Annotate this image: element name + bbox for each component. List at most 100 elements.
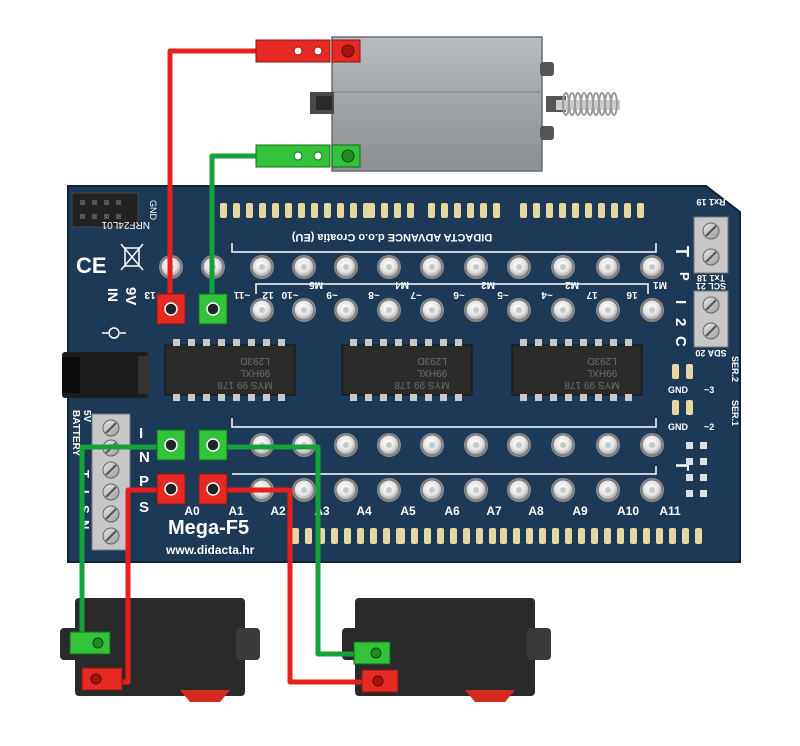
- top-pin-hole: [250, 255, 274, 279]
- motor-label: M3: [481, 279, 495, 290]
- i2c-letter: I: [672, 300, 689, 304]
- serial-pad: [700, 490, 707, 497]
- nrf-header-pins: [80, 200, 121, 219]
- pin-hole: [420, 298, 444, 322]
- terminal-screw: [102, 483, 120, 501]
- header-slot: [424, 528, 431, 544]
- serial-pin: [672, 400, 679, 415]
- header-slot: [441, 203, 448, 218]
- analog-pin-label: A1: [228, 504, 244, 518]
- input-letter: N: [139, 449, 150, 466]
- board-name: Mega-F5: [168, 517, 249, 539]
- input-hole: [420, 433, 444, 457]
- analog-pin-hole: [377, 478, 401, 502]
- header-slot: [407, 203, 414, 218]
- terminal-screw: [102, 527, 120, 545]
- motor-label: M4: [395, 279, 409, 290]
- analog-pin-label: A4: [356, 504, 372, 518]
- header-slot: [656, 528, 663, 544]
- motor-left-green-connector: [69, 631, 111, 655]
- terminal-screw: [102, 505, 120, 523]
- top-pin-label: ~4: [541, 289, 553, 300]
- input-letter: P: [139, 473, 149, 490]
- spring: [556, 92, 620, 116]
- input-hole: [640, 433, 664, 457]
- bus-lines: [231, 243, 657, 475]
- chip-label: L293D: [240, 355, 269, 366]
- terminal-screw: [702, 322, 720, 340]
- wire-green-motor-right: [212, 444, 370, 657]
- header-slot: [476, 528, 483, 544]
- analog-pin-label: A9: [572, 504, 588, 518]
- motor-label: M2: [565, 279, 579, 290]
- top-pin-label: 13: [144, 289, 156, 300]
- bottom-t-letter: T: [672, 460, 692, 471]
- top-pin-hole: [420, 255, 444, 279]
- top-pin-hole: [551, 255, 575, 279]
- solenoid: [310, 36, 620, 172]
- analog-pin-hole: [292, 478, 316, 502]
- terminal-screw: [102, 461, 120, 479]
- gnd-label: GND: [148, 200, 158, 221]
- input-letter: S: [139, 499, 149, 516]
- header-slot: [311, 203, 318, 218]
- header-slot: [643, 528, 650, 544]
- top-pin-label: ~6: [453, 289, 465, 300]
- input-hole: [596, 433, 620, 457]
- top-pin-hole: [377, 255, 401, 279]
- serial-pin: [686, 400, 693, 415]
- pin-hole: [250, 298, 274, 322]
- serial-pad: [700, 442, 707, 449]
- header-slot: [324, 203, 331, 218]
- i2c-letters: I2C: [672, 300, 689, 347]
- nrf-header: [71, 192, 139, 228]
- terminal-screw: [102, 419, 120, 437]
- header-slot: [630, 528, 637, 544]
- header-slot: [480, 203, 487, 218]
- wire-green-solenoid: [209, 153, 262, 298]
- analog-pin-label: A2: [270, 504, 286, 518]
- header-slot: [246, 203, 253, 218]
- bottom-header-slots: [292, 528, 702, 544]
- header-slot: [513, 528, 520, 544]
- motor-right-red-connector: [361, 669, 399, 693]
- header-slot: [500, 528, 507, 544]
- analog-pin-label: A10: [617, 504, 639, 518]
- input-hole: [551, 433, 575, 457]
- analog-pin-label: A5: [400, 504, 416, 518]
- header-slot: [357, 528, 364, 544]
- header-slot: [526, 528, 533, 544]
- header-slot: [520, 203, 527, 218]
- input-hole: [334, 433, 358, 457]
- header-slot: [463, 528, 470, 544]
- serial-pin: [686, 364, 693, 379]
- header-slot: [370, 528, 377, 544]
- board-green-connector-in2: [198, 429, 228, 461]
- header-slot: [539, 528, 546, 544]
- top-pin-hole: [640, 255, 664, 279]
- top-pin-label: ~10: [281, 289, 298, 300]
- input-row-holes: [250, 433, 664, 457]
- serial-pad: [686, 474, 693, 481]
- i2c-letter: 2: [672, 318, 689, 326]
- pin-hole: [640, 298, 664, 322]
- header-slot: [292, 528, 299, 544]
- header-slot: [331, 528, 338, 544]
- top-pin-label: 16: [626, 289, 638, 300]
- header-slot: [381, 203, 388, 218]
- top-pin-hole: [292, 255, 316, 279]
- mega-f5-board: GND NRF24L01 DIDACTA ADVANCE d.o.o Croat…: [62, 185, 741, 563]
- header-slot: [493, 203, 500, 218]
- header-slot: [398, 528, 405, 544]
- header-slot: [611, 203, 618, 218]
- pin-hole: [464, 298, 488, 322]
- header-slot: [394, 203, 401, 218]
- input-hole: [464, 433, 488, 457]
- nrf-label: NRF24L01: [101, 219, 150, 230]
- top-pin-hole: [464, 255, 488, 279]
- ser-gnd2-label: GND: [668, 422, 689, 432]
